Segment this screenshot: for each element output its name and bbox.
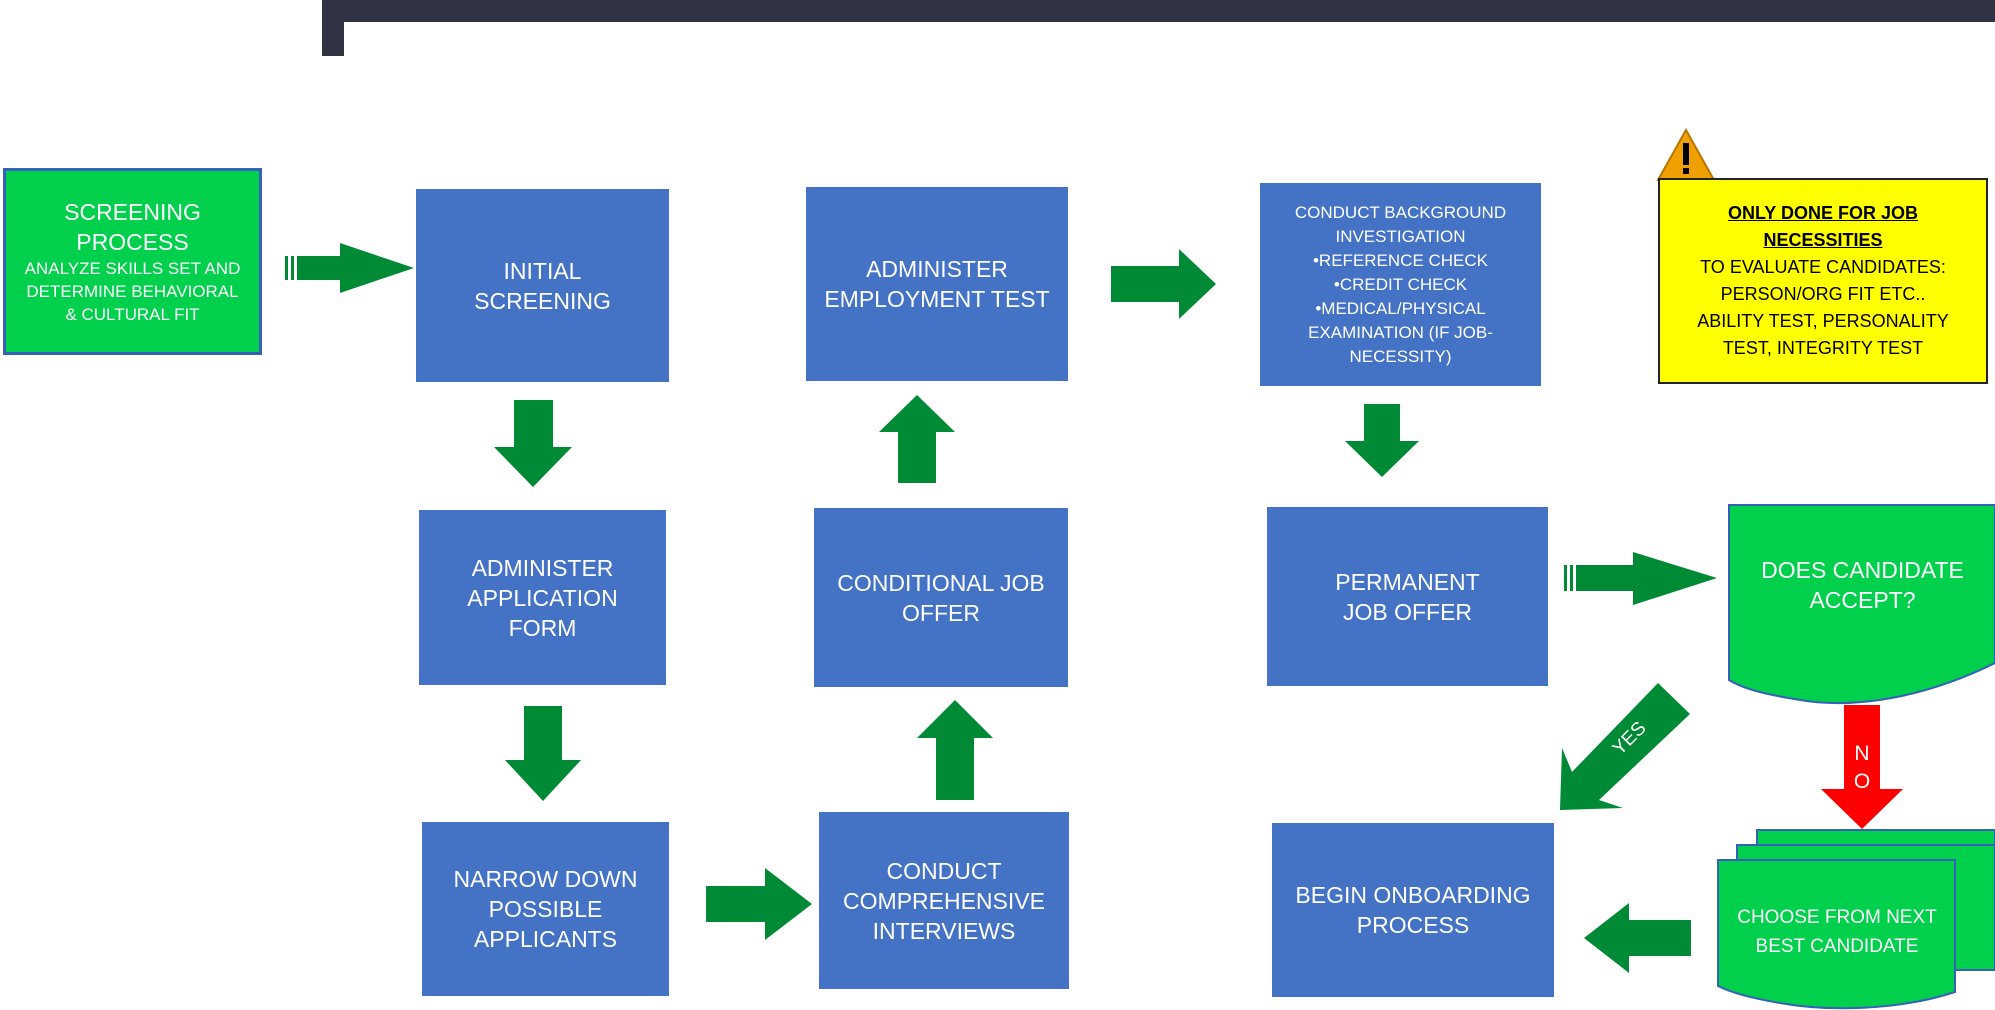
- arrow-down-initial-to-application: [494, 400, 572, 487]
- background-line4: •CREDIT CHECK: [1333, 274, 1468, 294]
- application-form-box: ADMINISTER APPLICATION FORM: [419, 510, 666, 685]
- conditional-line2: OFFER: [902, 599, 980, 626]
- onboarding-line2: PROCESS: [1356, 912, 1470, 938]
- application-line2: APPLICATION: [467, 584, 618, 611]
- accept-label: DOES CANDIDATE ACCEPT?: [1740, 555, 1985, 615]
- narrow-line3: APPLICANTS: [473, 926, 618, 952]
- interviews-line1: CONDUCT: [886, 857, 1002, 884]
- next-best-line2: BEST CANDIDATE: [1755, 936, 1919, 957]
- arrow-right-employment-to-background: [1111, 249, 1216, 319]
- employment-line2: EMPLOYMENT TEST: [824, 286, 1050, 312]
- note-line1: TO EVALUATE CANDIDATES:: [1700, 257, 1946, 277]
- permanent-line2: JOB OFFER: [1342, 598, 1473, 625]
- job-necessity-note: ONLY DONE FOR JOB NECESSITIES TO EVALUAT…: [1658, 178, 1988, 384]
- accept-line1: DOES CANDIDATE: [1761, 557, 1964, 583]
- accept-shape: [1728, 504, 1995, 705]
- note-line2: PERSON/ORG FIT ETC..: [1720, 284, 1926, 304]
- note-line4: TEST, INTEGRITY TEST: [1722, 338, 1924, 358]
- permanent-offer-box: PERMANENT JOB OFFER: [1267, 507, 1548, 686]
- initial-screening-box: INITIAL SCREENING: [416, 189, 669, 382]
- interviews-box: CONDUCT COMPREHENSIVE INTERVIEWS: [819, 812, 1069, 989]
- background-line6: EXAMINATION (IF JOB-: [1308, 322, 1493, 342]
- background-investigation-box: CONDUCT BACKGROUND INVESTIGATION •REFERE…: [1260, 183, 1541, 386]
- narrow-line2: POSSIBLE: [488, 896, 603, 922]
- screening-desc-line2: DETERMINE BEHAVIORAL: [26, 282, 239, 301]
- next-best-label: CHOOSE FROM NEXT BEST CANDIDATE: [1722, 903, 1952, 961]
- arrow-right-narrow-to-interviews: [706, 868, 812, 940]
- screening-desc-line1: ANALYZE SKILLS SET AND: [24, 259, 241, 278]
- narrow-line1: NARROW DOWN: [453, 866, 638, 892]
- no-label-n: N: [1854, 742, 1870, 765]
- narrow-down-box: NARROW DOWN POSSIBLE APPLICANTS: [422, 822, 669, 996]
- employment-line1: ADMINISTER: [866, 256, 1008, 282]
- arrow-down-background-to-permanent: [1345, 404, 1419, 477]
- conditional-line1: CONDITIONAL JOB: [837, 569, 1045, 596]
- interviews-line3: INTERVIEWS: [872, 917, 1016, 944]
- background-line2: INVESTIGATION: [1335, 226, 1466, 246]
- permanent-line1: PERMANENT: [1335, 568, 1480, 595]
- screening-process-box: SCREENING PROCESS ANALYZE SKILLS SET AND…: [3, 168, 262, 355]
- warning-icon: [1656, 127, 1716, 181]
- onboarding-box: BEGIN ONBOARDING PROCESS: [1272, 823, 1554, 997]
- background-line5: •MEDICAL/PHYSICAL: [1315, 298, 1486, 318]
- header-bar: [322, 0, 1995, 22]
- arrow-down-no: [1821, 705, 1903, 829]
- note-line3: ABILITY TEST, PERSONALITY: [1697, 311, 1949, 331]
- arrow-up-conditional-to-employment: [879, 395, 955, 483]
- accept-line2: ACCEPT?: [1809, 587, 1916, 613]
- interviews-line2: COMPREHENSIVE: [843, 887, 1045, 914]
- onboarding-line1: BEGIN ONBOARDING: [1295, 882, 1531, 908]
- background-line1: CONDUCT BACKGROUND: [1294, 202, 1507, 222]
- application-line3: FORM: [508, 614, 577, 641]
- screening-title-line2: PROCESS: [76, 229, 189, 255]
- screening-desc-line3: & CULTURAL FIT: [65, 305, 200, 324]
- arrow-diagonal-yes: [1560, 683, 1690, 810]
- arrow-up-interviews-to-conditional: [917, 700, 993, 800]
- arrow-right-permanent-to-accept: [1564, 552, 1717, 605]
- arrow-down-application-to-narrow: [505, 706, 581, 801]
- conditional-offer-box: CONDITIONAL JOB OFFER: [814, 508, 1068, 687]
- arrow-left-next-to-onboarding: [1584, 903, 1691, 973]
- note-head1: ONLY DONE FOR JOB: [1727, 203, 1919, 223]
- initial-line2: SCREENING: [474, 287, 611, 314]
- arrow-right-screening-to-initial: [285, 243, 414, 293]
- initial-line1: INITIAL: [503, 257, 582, 284]
- screening-title-line1: SCREENING: [64, 199, 201, 225]
- background-line3: •REFERENCE CHECK: [1312, 250, 1489, 270]
- no-label: N O: [1850, 740, 1874, 796]
- employment-test-box: ADMINISTER EMPLOYMENT TEST: [806, 187, 1068, 381]
- header-bar-corner: [322, 0, 344, 56]
- no-label-o: O: [1853, 770, 1871, 793]
- note-head2: NECESSITIES: [1763, 230, 1883, 250]
- background-line7: NECESSITY): [1349, 346, 1452, 366]
- application-line1: ADMINISTER: [471, 554, 614, 581]
- next-best-shape: [1717, 829, 1995, 1010]
- next-best-line1: CHOOSE FROM NEXT: [1737, 907, 1937, 928]
